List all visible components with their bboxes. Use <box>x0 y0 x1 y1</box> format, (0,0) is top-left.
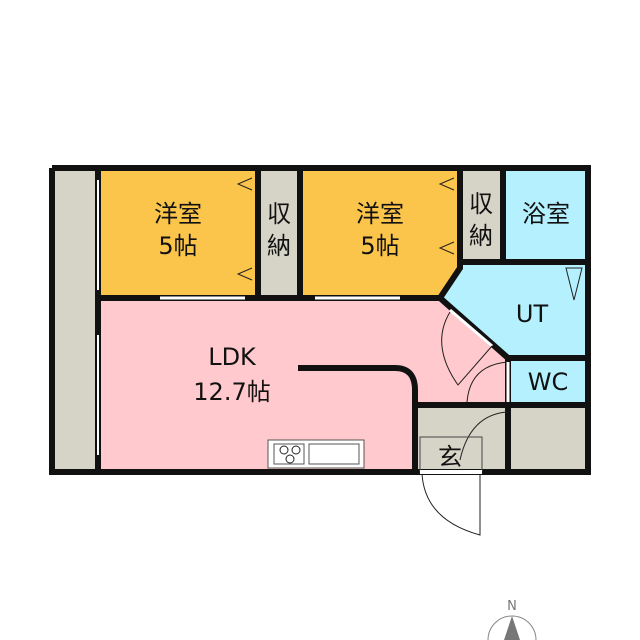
closet-door-marks <box>438 177 455 255</box>
western-room-2 <box>300 168 460 298</box>
storage-3 <box>508 405 588 472</box>
room-name: 玄 <box>438 443 462 471</box>
western-room-1 <box>98 168 258 298</box>
bathroom <box>503 168 588 262</box>
compass-north-label: N <box>507 599 517 614</box>
burner <box>285 454 295 464</box>
washer-mark <box>565 267 583 301</box>
room-name: LDK <box>208 343 257 371</box>
closet-door-marks <box>236 177 253 281</box>
ldk-room <box>98 298 508 472</box>
room-size: 5帖 <box>158 232 197 260</box>
compass-icon: N <box>487 599 537 640</box>
outer-wall-left <box>49 168 415 475</box>
room-name: WC <box>528 368 569 396</box>
burner <box>279 445 289 455</box>
storage-2 <box>460 168 503 262</box>
wall <box>436 168 588 361</box>
ldk-partition <box>298 365 418 472</box>
entrance <box>415 405 508 472</box>
room-name: UT <box>516 300 549 328</box>
room-name: 収 <box>469 190 493 218</box>
room-name: 洋室 <box>154 200 202 228</box>
door-swing <box>441 311 493 386</box>
sink-icon <box>308 443 360 465</box>
utility-room <box>440 262 588 358</box>
room-name: 洋室 <box>356 200 404 228</box>
entrance-door-swing <box>421 473 481 536</box>
balcony <box>52 168 98 474</box>
room-size: 5帖 <box>360 232 399 260</box>
room-size: 12.7帖 <box>193 378 270 406</box>
door-opening <box>449 308 493 348</box>
door-swing <box>459 411 508 461</box>
wc-room <box>508 358 588 405</box>
room-name: 納 <box>267 232 291 260</box>
door-swing <box>466 361 509 403</box>
outer-wall <box>52 165 591 475</box>
storage-1 <box>258 168 300 298</box>
room-name: 納 <box>469 222 493 250</box>
stove-icon <box>273 443 305 465</box>
room-name: 収 <box>267 200 291 228</box>
room-name: 浴室 <box>522 200 570 228</box>
burner <box>291 445 301 455</box>
